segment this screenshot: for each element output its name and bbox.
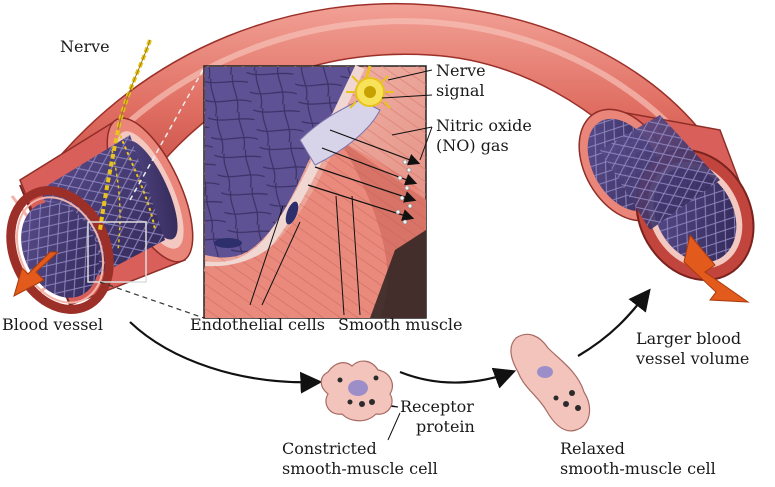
constricted-cell — [320, 360, 393, 422]
magnified-panel — [203, 64, 427, 319]
receptor-protein-label-line2: protein — [416, 417, 475, 436]
larger-volume-label-line1: Larger blood — [636, 329, 742, 348]
zoom-line-top — [129, 67, 205, 201]
nerve-fiber — [98, 39, 156, 251]
nerve-label: Nerve — [60, 37, 110, 56]
zoom-line-bottom — [99, 281, 205, 319]
vessel-arch-highlight — [87, 18, 678, 163]
right-vessel-end — [578, 108, 755, 281]
right-flow-arrow — [683, 233, 750, 303]
relaxed-cell-label-line1: Relaxed — [560, 439, 625, 458]
constricted-cell-label-line1: Constricted — [282, 439, 377, 458]
left-flow-arrow — [13, 251, 60, 297]
zoom-source-box — [87, 221, 147, 283]
constricted-cell-label-line2: smooth-muscle cell — [282, 459, 438, 478]
nitric-oxide-dots — [395, 159, 413, 225]
relaxed-cell-label-line2: smooth-muscle cell — [560, 459, 716, 478]
nerve-signal-label-line1: Nerve — [436, 61, 486, 80]
relaxed-cell — [510, 333, 591, 432]
arrow-to-constricted-cell — [129, 321, 323, 394]
arrow-to-larger-vessel — [577, 288, 651, 357]
receptor-protein-label-line1: Receptor — [400, 397, 474, 416]
arrow-to-relaxed-cell — [399, 367, 517, 389]
nitric-oxide-label-line2: (NO) gas — [436, 136, 509, 155]
smooth-muscle-label: Smooth muscle — [338, 315, 463, 334]
nitric-oxide-label-line1: Nitric oxide — [436, 116, 532, 135]
nerve-signal-label-line2: signal — [436, 81, 485, 100]
blood-vessel-label: Blood vessel — [2, 315, 103, 334]
larger-volume-label-line2: vessel volume — [636, 349, 750, 368]
endothelial-cells-label: Endothelial cells — [190, 315, 325, 334]
nerve-signal-burst — [346, 65, 394, 109]
